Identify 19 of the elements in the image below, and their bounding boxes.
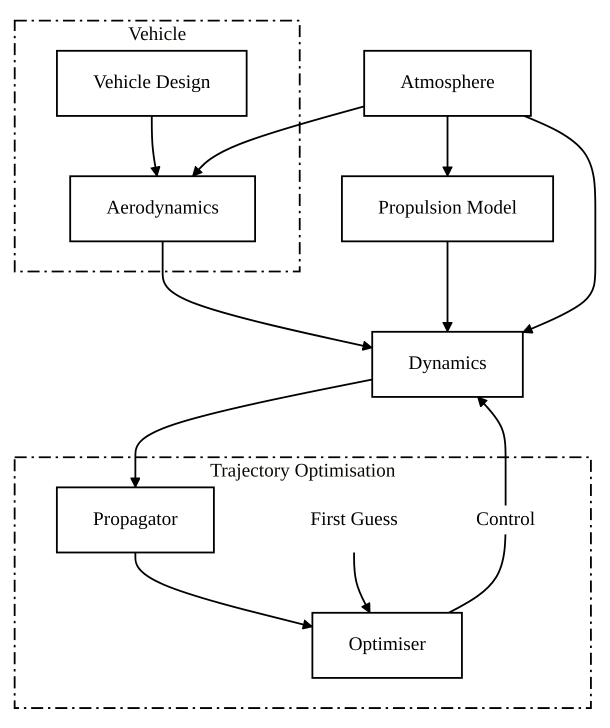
arrow: [134, 552, 313, 630]
node-box: Optimiser: [311, 612, 463, 678]
node-text: First Guess: [310, 508, 398, 530]
arrow: [442, 241, 453, 332]
node-box: Atmosphere: [363, 50, 532, 116]
arrow: [150, 116, 161, 176]
edge-label: Control: [476, 508, 536, 530]
arrow: [442, 116, 453, 176]
node-box: Aerodynamics: [69, 174, 256, 242]
arrow: [522, 114, 596, 334]
node-box: Propagator: [56, 486, 215, 554]
arrow: [448, 396, 507, 614]
node-box: Vehicle Design: [56, 50, 248, 116]
arrow: [192, 105, 364, 176]
arrow: [130, 378, 372, 488]
arrow: [353, 552, 370, 613]
node-box: Propulsion Model: [341, 174, 554, 242]
node-box: Dynamics: [371, 330, 524, 398]
arrow: [162, 241, 373, 351]
